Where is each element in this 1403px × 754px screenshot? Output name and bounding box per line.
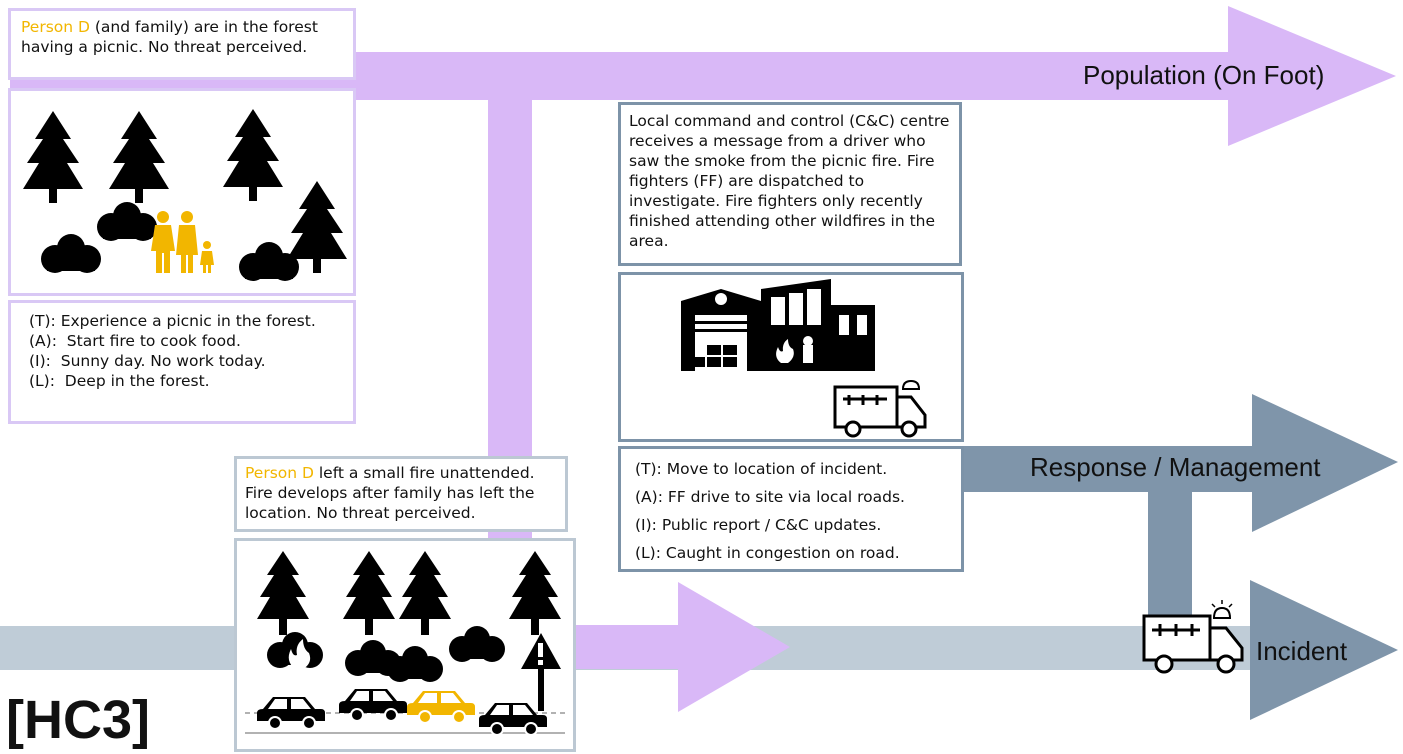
warning-sign-icon [521, 633, 561, 711]
response-connector [1148, 486, 1192, 616]
corner-label: [HC3] [6, 690, 150, 750]
tree-icon [343, 551, 395, 635]
flame-icon [776, 339, 794, 363]
response-lane-bar [962, 446, 1254, 492]
person-label: Person D [245, 464, 314, 482]
population-lane-arrowhead [1228, 6, 1396, 146]
picnic-action: (A): Start fire to cook food. [29, 332, 241, 350]
cc-location: (L): Caught in congestion on road. [635, 544, 900, 562]
cc-task: (T): Move to location of incident. [635, 460, 888, 478]
command-control-description-text: Local command and control (C&C) centre r… [629, 112, 950, 250]
cc-information: (I): Public report / C&C updates. [635, 516, 882, 534]
fire-description-box: Person D left a small fire unattended. F… [234, 456, 568, 532]
picnic-task: (T): Experience a picnic in the forest. [29, 312, 316, 330]
picnic-tail-list: (T): Experience a picnic in the forest. … [8, 300, 356, 424]
picnic-location: (L): Deep in the forest. [29, 372, 210, 390]
tree-icon [23, 111, 83, 203]
bush-icon [239, 242, 299, 281]
tree-icon [223, 109, 283, 201]
burning-bush-icon [267, 632, 323, 669]
incident-lane-arrowhead [1250, 580, 1398, 720]
fire-illustration-box [234, 538, 576, 752]
tree-icon [257, 551, 309, 635]
bush-icon [97, 202, 157, 241]
response-lane-arrowhead [1252, 394, 1398, 532]
bush-icon [449, 626, 505, 662]
command-control-tail-list: (T): Move to location of incident. (A): … [618, 446, 964, 572]
car-icon [339, 689, 407, 722]
fire-truck-icon [1142, 600, 1244, 674]
incident-lane-label: Incident [1256, 636, 1348, 666]
picnic-description-text: (and family) are in the forest having a … [21, 18, 318, 56]
car-icon [257, 697, 325, 730]
picnic-illustration-box [8, 88, 356, 296]
bush-icon [41, 234, 101, 273]
tree-icon [509, 551, 561, 635]
picnic-information: (I): Sunny day. No work today. [29, 352, 266, 370]
response-lane-label: Response / Management [1030, 452, 1321, 482]
fire-station-illustration-box [618, 272, 964, 442]
command-control-description-box: Local command and control (C&C) centre r… [618, 102, 962, 266]
tree-icon [109, 111, 169, 203]
fire-description-text: left a small fire unattended. Fire devel… [245, 464, 535, 522]
fire-station-icon [681, 279, 875, 371]
picnic-description-box: Person D (and family) are in the forest … [8, 8, 356, 80]
fire-truck-icon [833, 379, 927, 438]
car-icon [407, 691, 475, 724]
person-label: Person D [21, 18, 90, 36]
cc-action: (A): FF drive to site via local roads. [635, 488, 905, 506]
car-icon [479, 703, 547, 736]
population-to-incident-arrowhead [678, 582, 790, 712]
bush-icon [387, 646, 443, 682]
family-icon [151, 211, 214, 273]
population-lane-label: Population (On Foot) [1083, 60, 1325, 90]
tree-icon [399, 551, 451, 635]
